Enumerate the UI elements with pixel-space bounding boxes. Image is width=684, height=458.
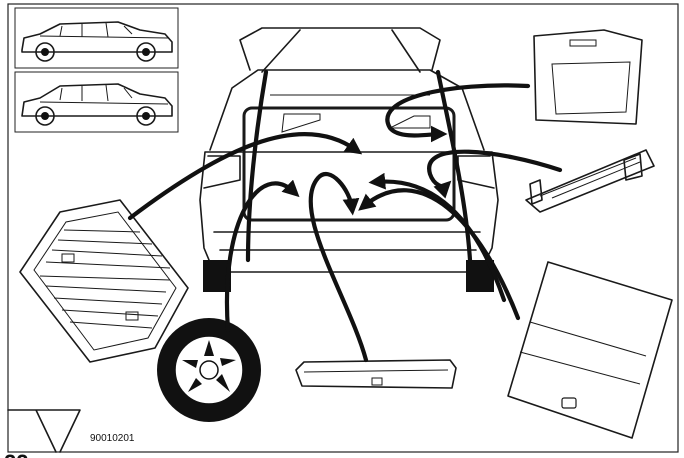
luggage-compartment-cover: [507, 261, 673, 439]
location-arrows: [127, 69, 563, 363]
figure-code: 90010201: [90, 433, 135, 444]
arrow-5: [368, 172, 507, 303]
vehicle-jack: [525, 149, 655, 213]
arrow-9: [435, 69, 473, 263]
page-number: 22: [4, 450, 28, 458]
arrow-7: [385, 83, 531, 143]
arrow-6: [427, 149, 563, 199]
luggage-compartment-floor-mat: [19, 199, 189, 363]
figure-frame: [7, 3, 679, 453]
spare-wheel: [157, 318, 261, 422]
storage-net-panel: [533, 29, 643, 125]
car-rear-view: [199, 27, 499, 292]
car-side-view-thumbnail-1: [14, 7, 179, 69]
arrow-8: [245, 69, 269, 263]
car-side-view-thumbnail-2: [14, 71, 179, 133]
loading-edge-trim-panel: [295, 359, 457, 389]
arrow-3: [308, 171, 369, 363]
label-tab-shape: [7, 409, 81, 453]
arrow-2: [224, 179, 300, 333]
arrow-4: [358, 188, 521, 321]
